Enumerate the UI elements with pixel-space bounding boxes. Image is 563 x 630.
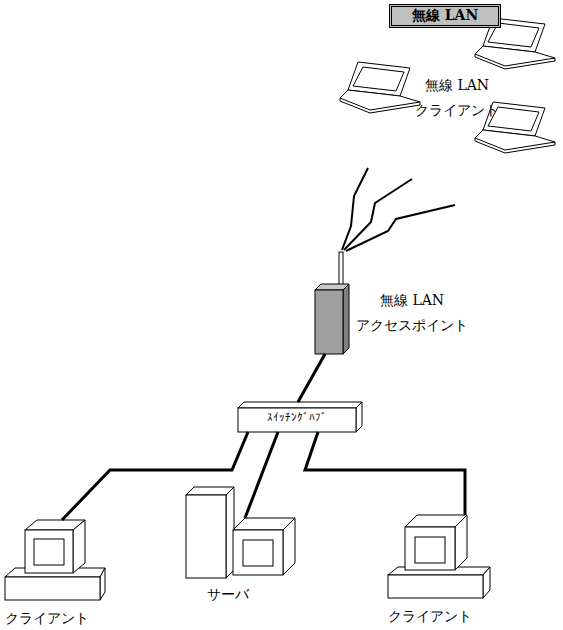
server: サーバ bbox=[233, 518, 295, 578]
radio-waves bbox=[342, 168, 455, 251]
node-label: クライアント bbox=[5, 606, 105, 630]
network-cable bbox=[62, 432, 248, 520]
node-label: サーバ bbox=[207, 582, 287, 607]
laptop-icon bbox=[340, 62, 420, 113]
title-text: 無線 LAN bbox=[412, 7, 478, 23]
node-label: 無線 LAN クライアント bbox=[412, 73, 502, 123]
node-label: ｽｲｯﾁﾝｸﾞﾊﾌﾞ bbox=[238, 408, 356, 428]
title-box: 無線 LAN bbox=[389, 4, 501, 28]
client-pc-icon bbox=[388, 515, 490, 598]
wireless-client-group: 無線 LAN クライアント bbox=[335, 15, 560, 160]
client-pc: クライアント bbox=[22, 520, 85, 600]
client-pc-icon bbox=[5, 520, 105, 600]
server-icon bbox=[186, 487, 295, 578]
switching-hub: ｽｲｯﾁﾝｸﾞﾊﾌﾞ bbox=[238, 402, 362, 432]
hub-box bbox=[238, 402, 362, 432]
node-label: クライアント bbox=[388, 604, 488, 629]
network-cable bbox=[245, 432, 278, 518]
access-point-box bbox=[315, 284, 349, 354]
access-point: 無線 LAN アクセスポイント bbox=[312, 280, 472, 354]
client-pc: クライアント bbox=[405, 515, 467, 600]
node-label: 無線 LAN アクセスポイント bbox=[351, 288, 473, 338]
network-cable bbox=[305, 432, 465, 515]
network-cable bbox=[298, 354, 325, 402]
